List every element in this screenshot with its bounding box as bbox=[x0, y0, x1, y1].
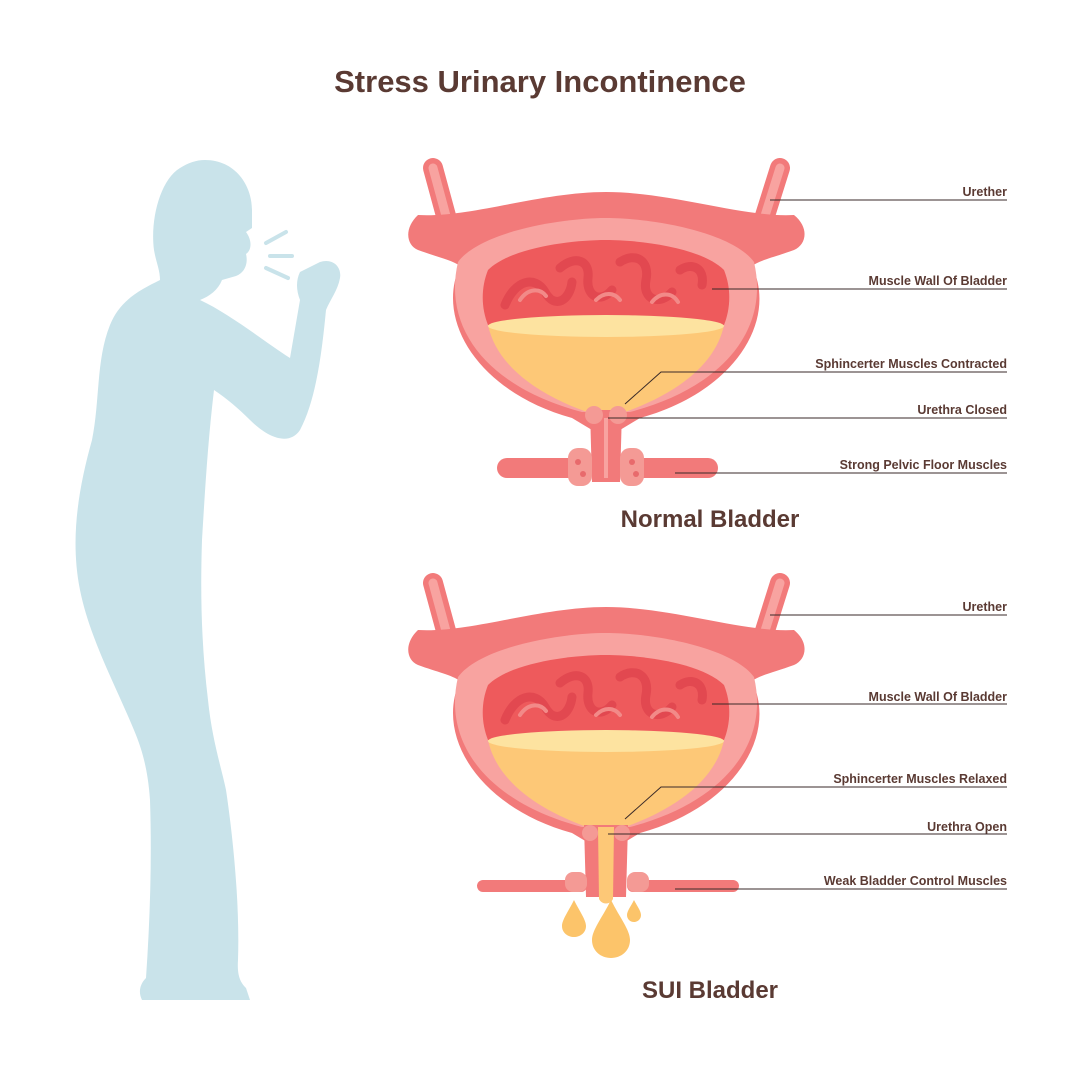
label-pelvic-sui: Weak Bladder Control Muscles bbox=[824, 874, 1007, 888]
label-urethra-normal: Urethra Closed bbox=[917, 403, 1007, 417]
sui-bladder-diagram bbox=[408, 583, 804, 904]
normal-bladder-diagram bbox=[408, 168, 804, 486]
urine-drops bbox=[562, 900, 641, 958]
label-pelvic-normal: Strong Pelvic Floor Muscles bbox=[840, 458, 1007, 472]
caption-normal-bladder: Normal Bladder bbox=[621, 506, 800, 533]
label-urethra-sui: Urethra Open bbox=[927, 820, 1007, 834]
label-muscle-wall-sui: Muscle Wall Of Bladder bbox=[869, 690, 1008, 704]
caption-sui-bladder: SUI Bladder bbox=[642, 977, 778, 1004]
label-ureter-sui: Urether bbox=[963, 600, 1008, 614]
coughing-person-silhouette bbox=[75, 160, 341, 1000]
label-sphincter-normal: Sphincerter Muscles Contracted bbox=[815, 357, 1007, 371]
label-muscle-wall-normal: Muscle Wall Of Bladder bbox=[869, 274, 1008, 288]
leader-lines bbox=[608, 199, 1007, 890]
page-title: Stress Urinary Incontinence bbox=[334, 64, 746, 99]
label-sphincter-sui: Sphincerter Muscles Relaxed bbox=[833, 772, 1007, 786]
label-ureter-normal: Urether bbox=[963, 185, 1008, 199]
